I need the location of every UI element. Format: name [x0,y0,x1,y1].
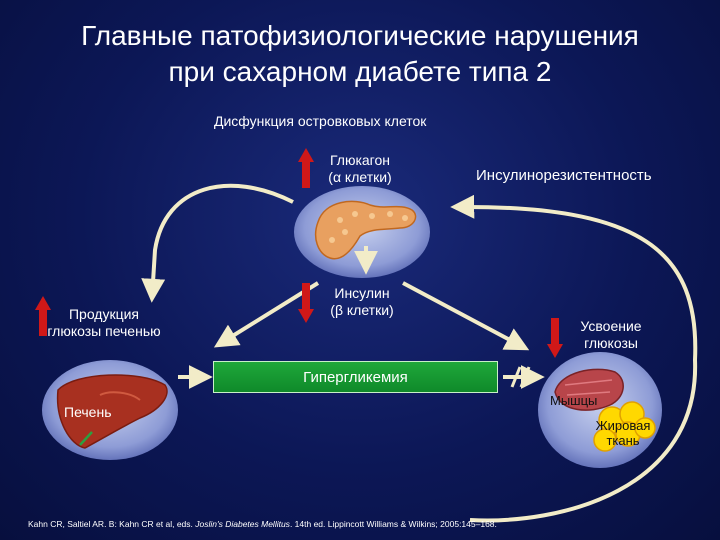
flow-insulin-to-liver [213,281,320,348]
insulin-decrease-arrow [298,283,314,323]
title-line-2: при сахарном диабете типа 2 [168,56,552,87]
insulin-line-1: Инсулин [334,285,390,301]
islet-dysfunction-label: Дисфункция островковых клеток [214,113,427,129]
muscle-icon [554,368,624,411]
page-title: Главные патофизиологические нарушения пр… [0,18,720,90]
fat-icon [593,401,656,452]
glucose-uptake-label: Усвоение глюкозы [566,318,656,352]
liver-icon [56,374,168,449]
flow-curve-right-loop [450,194,698,523]
title-line-1: Главные патофизиологические нарушения [81,20,639,51]
glucagon-line-2: (α клетки) [328,169,392,185]
liver-production-line-1: Продукция [68,306,140,322]
citation-prefix: Kahn CR, Saltiel AR. В: Kahn CR et al, e… [28,519,196,529]
flow-curve-top-left [141,183,294,303]
glucose-uptake-line-1: Усвоение [580,318,642,334]
glucose-uptake-line-2: глюкозы [584,335,638,351]
glucagon-label: Глюкагон (α клетки) [318,152,402,186]
liver-production-line-2: глюкозы печенью [47,323,161,339]
insulin-label: Инсулин (β клетки) [320,285,404,319]
flow-insulin-to-muscle [402,281,530,351]
insulin-line-2: (β клетки) [330,302,394,318]
pancreas-icon [314,200,417,260]
insulin-resistance-label: Инсулинорезистентность [476,167,652,184]
liver-label: Печень [64,404,112,420]
citation: Kahn CR, Saltiel AR. В: Kahn CR et al, e… [28,519,497,529]
glucose-uptake-decrease-arrow [547,318,563,358]
liver-production-increase-arrow [35,296,51,336]
liver-production-label: Продукция глюкозы печенью [34,306,174,340]
fat-line-1: Жировая [595,418,651,433]
citation-suffix: . 14th ed. Lippincott Williams & Wilkins… [289,519,497,529]
glucagon-increase-arrow [298,148,314,188]
citation-journal: Joslin's Diabetes Mellitus [195,519,290,529]
hyperglycemia-box: Гипергликемия [213,361,498,393]
muscle-label: Мышцы [550,393,598,408]
fat-label: Жировая ткань [590,418,656,448]
glucagon-line-1: Глюкагон [330,152,390,168]
fat-line-2: ткань [606,433,640,448]
